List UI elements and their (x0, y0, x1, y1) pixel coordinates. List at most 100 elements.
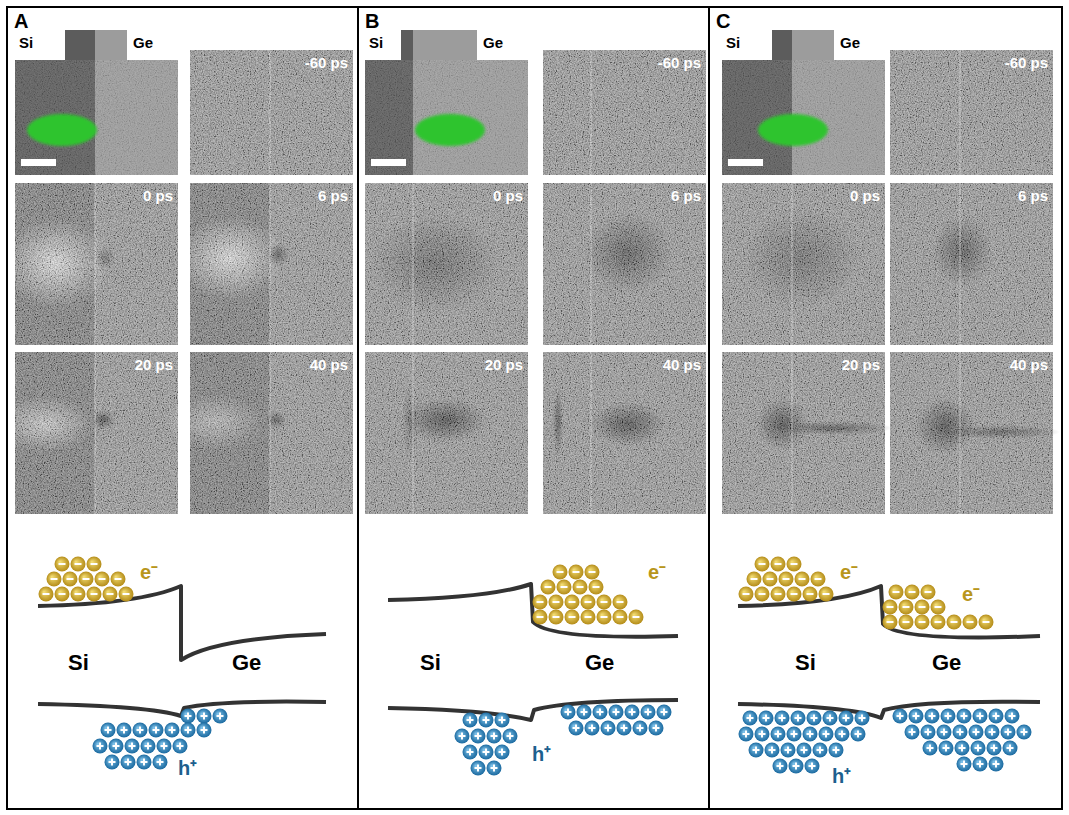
time-label: 0 ps (850, 188, 880, 203)
material-label: Ge (232, 652, 261, 674)
scale-bar (371, 159, 406, 166)
electron-symbol (779, 572, 794, 587)
si-region (772, 30, 792, 60)
hole-symbol (765, 743, 780, 758)
figure-panel: ASiGe-60 ps0 ps6 ps20 ps40 ps (6, 6, 359, 810)
time-label: 20 ps (135, 357, 173, 372)
time-label: 6 ps (671, 188, 701, 203)
hole-symbol (923, 741, 938, 756)
carrier-label: e⁻ (962, 584, 980, 604)
material-label: Si (726, 35, 740, 50)
image-noise (543, 183, 706, 345)
ge-region (792, 30, 834, 60)
hole-symbol (1005, 709, 1020, 724)
figure-panel: CSiGe-60 ps0 ps6 ps20 ps40 ps (708, 6, 1063, 810)
electron-symbol (819, 587, 834, 602)
hole-symbol (165, 723, 180, 738)
hole-symbol (197, 723, 212, 738)
electron-symbol (963, 615, 978, 630)
electron-symbol (597, 595, 612, 610)
hole-symbol (797, 743, 812, 758)
electron-symbol (63, 572, 78, 587)
map-image: 0 ps (15, 183, 178, 345)
electron-symbol (763, 572, 778, 587)
hole-symbol (649, 721, 664, 736)
image-tile (890, 352, 1060, 514)
hole-symbol (743, 711, 758, 726)
hole-symbol (141, 739, 156, 754)
sem-image: SiGe (15, 30, 178, 175)
hole-symbol (153, 755, 168, 770)
image-ground (365, 183, 528, 345)
material-label: Ge (932, 652, 961, 674)
time-label: 40 ps (1010, 357, 1048, 372)
map-image: -60 ps (190, 50, 353, 175)
material-label: Si (369, 35, 383, 50)
image-noise (365, 60, 528, 175)
time-label: -60 ps (305, 55, 348, 70)
map-image: 0 ps (722, 183, 885, 345)
hole-symbol (775, 711, 790, 726)
hole-symbol (773, 759, 788, 774)
image-noise (543, 50, 706, 175)
electron-symbol (889, 585, 904, 600)
image-noise (365, 183, 528, 345)
hole-symbol (787, 727, 802, 742)
electron-symbol (931, 600, 946, 615)
image-tile (365, 183, 528, 345)
hole-symbol (851, 727, 866, 742)
hole-symbol (969, 725, 984, 740)
hole-symbol (1017, 725, 1032, 740)
electron-symbol (905, 585, 920, 600)
hole-symbol (109, 739, 124, 754)
hole-symbol (197, 709, 212, 724)
hole-symbol (937, 725, 952, 740)
time-label: -60 ps (658, 55, 701, 70)
image-noise (15, 60, 178, 175)
image-noise (722, 352, 885, 514)
image-ground (15, 352, 178, 514)
electron-symbol (553, 565, 568, 580)
electron-symbol (581, 595, 596, 610)
electron-symbol (541, 580, 556, 595)
hole-symbol (593, 705, 608, 720)
electron-symbol (39, 587, 54, 602)
electron-symbol (979, 615, 994, 630)
image-noise (890, 183, 1053, 345)
electron-symbol (87, 587, 102, 602)
map-image: 6 ps (190, 183, 353, 345)
hole-symbol (495, 745, 510, 760)
hole-symbol (471, 729, 486, 744)
electron-symbol (899, 600, 914, 615)
hole-symbol (781, 743, 796, 758)
hole-symbol (463, 745, 478, 760)
map-image: 0 ps (365, 183, 528, 345)
image-ground (15, 183, 178, 345)
ge-region (95, 30, 127, 60)
panel-letter: C (716, 11, 730, 31)
image-tile (890, 183, 1053, 345)
electron-symbol (739, 587, 754, 602)
si-region (65, 30, 95, 60)
electron-symbol (771, 557, 786, 572)
image-ground (190, 50, 353, 175)
material-label: Si (68, 652, 89, 674)
electron-symbol (79, 572, 94, 587)
carrier-label: e⁻ (648, 562, 666, 582)
electron-symbol (811, 572, 826, 587)
hole-symbol (813, 743, 828, 758)
valence-band (388, 700, 678, 720)
image-noise (722, 60, 885, 175)
map-image: 20 ps (15, 352, 178, 514)
electron-symbol (787, 587, 802, 602)
electron-symbol (771, 587, 786, 602)
hole-symbol (121, 755, 136, 770)
image-ground (543, 50, 706, 175)
electron-symbol (795, 572, 810, 587)
image-noise (365, 352, 528, 514)
electron-symbol (71, 587, 86, 602)
image-noise (190, 50, 353, 175)
time-label: 20 ps (842, 357, 880, 372)
image-noise (190, 352, 353, 514)
